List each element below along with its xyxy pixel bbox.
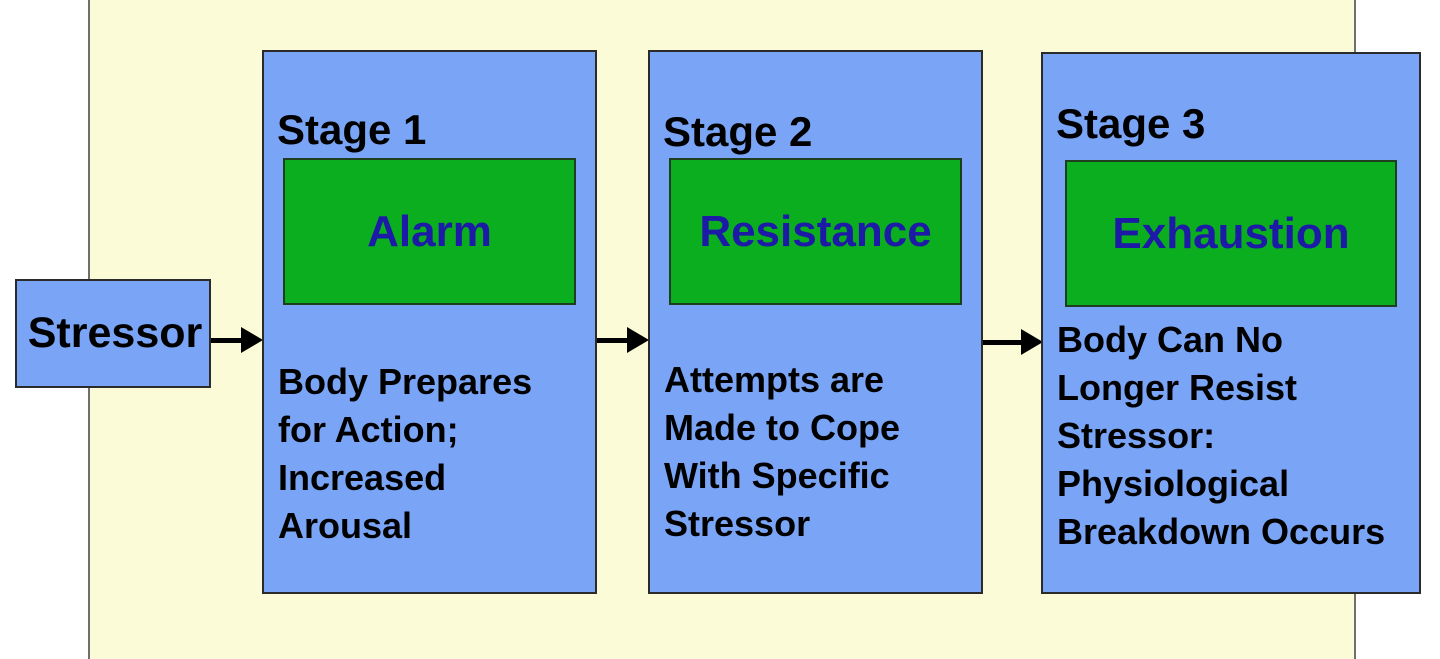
stage-1-name: Alarm [367,206,492,256]
stage-3-box [1041,52,1421,594]
stage-3-name: Exhaustion [1112,208,1350,258]
stage-2-description: Attempts are Made to Cope With Specific … [664,359,901,544]
stage-2-name-box: Resistance [669,158,962,305]
arrow-head [241,327,263,353]
arrow-stage-2-to-stage-3 [983,329,1043,355]
stage-1-name-box: Alarm [283,158,576,305]
stage-3-title: Stage 3 [1056,100,1206,147]
stage-1-description: Body Prepares for Action; Increased Arou… [278,361,533,546]
stage-2-title: Stage 2 [663,108,813,155]
stage-1-box [262,50,597,594]
stage-3-description: Body Can No Longer Resist Stressor: Phys… [1057,319,1386,552]
stage-1-title: Stage 1 [277,106,427,153]
arrow-stage-1-to-stage-2 [597,327,649,353]
arrow-shaft [597,338,629,343]
arrow-head [627,327,649,353]
stage-3-name-box: Exhaustion [1065,160,1397,307]
stressor-box: Stressor [15,279,211,388]
stressor-label: Stressor [27,309,203,357]
arrow-head [1021,329,1043,355]
stage-2-box [648,50,983,594]
arrow-shaft [211,338,243,343]
arrow-stressor-to-stage-1 [211,327,263,353]
arrow-shaft [983,340,1023,345]
stage-2-name: Resistance [699,206,932,256]
